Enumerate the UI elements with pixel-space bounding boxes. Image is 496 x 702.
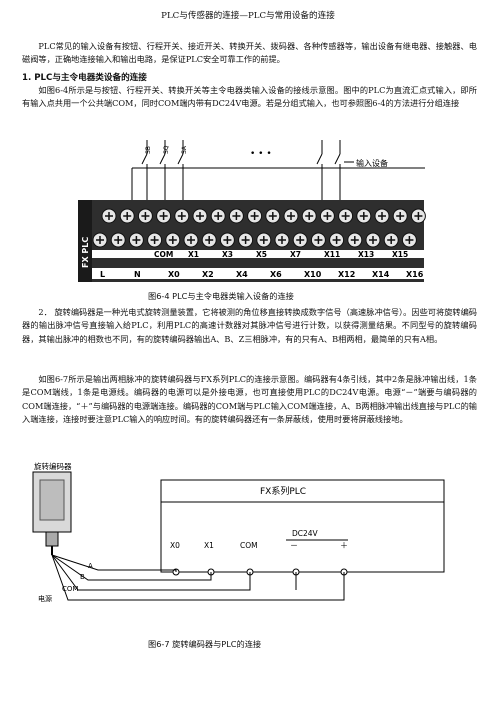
terminal-x0: X0 xyxy=(170,541,180,550)
switch-label-sa: SA xyxy=(181,145,188,154)
terminal-label-top: X7 xyxy=(290,250,301,259)
section2-paragraph-2: 如图6-7所示是输出两相脉冲的旋转编码器与FX系列PLC的连接示意图。编码器有4… xyxy=(22,374,477,425)
terminal-minus: － xyxy=(290,541,298,550)
terminal-label-bottom: X10 xyxy=(304,270,322,279)
figure-6-4-caption: 图6-4 PLC与主令电器类输入设备的连接 xyxy=(148,291,294,301)
switch-sb: SB xyxy=(141,140,152,202)
terminal-label-top: COM xyxy=(154,250,173,259)
switch-sa: SA xyxy=(177,140,188,202)
plc-box-label: FX系列PLC xyxy=(260,485,306,497)
terminal-label-bottom: X16 xyxy=(406,270,424,279)
switch-sq: SQ xyxy=(159,140,170,202)
plc-side-label: FX PLC xyxy=(81,237,90,268)
switch-label-sb: SB xyxy=(145,146,152,154)
terminal-x1: X1 xyxy=(204,541,214,550)
switch-right-2 xyxy=(334,140,341,202)
intro-paragraph: PLC常见的输入设备有按钮、行程开关、接近开关、转换开关、拨码器、各种传感器等，… xyxy=(22,41,477,65)
terminal-label-bottom: X2 xyxy=(202,270,214,279)
terminal-label-top: X15 xyxy=(392,250,408,259)
terminal-screws xyxy=(92,208,426,248)
wire-label-b: B xyxy=(80,573,85,581)
switch-label-sq: SQ xyxy=(163,145,170,154)
terminal-label-bottom: X12 xyxy=(338,270,355,279)
figure-6-7-caption: 图6-7 旋转编码器与PLC的连接 xyxy=(148,639,262,649)
terminal-label-bottom: N xyxy=(134,270,141,279)
terminal-plus: ＋ xyxy=(340,541,348,550)
switch-dots: • • • xyxy=(250,149,272,159)
page-title: PLC与传感器的连接—PLC与常用设备的连接 xyxy=(161,11,335,21)
figure-6-7-diagram: 旋转编码器 FX系列PLC X0 X1 COM DC24V － ＋ A B CO… xyxy=(32,461,445,603)
switch-right-1 xyxy=(316,140,323,202)
input-device-label: 输入设备 xyxy=(356,158,388,168)
terminal-label-bottom: L xyxy=(100,270,105,279)
terminal-label-top: X11 xyxy=(324,250,340,259)
terminal-label-top: X5 xyxy=(256,250,267,259)
terminal-label-bottom: X0 xyxy=(168,270,180,279)
terminal-label-bottom: X4 xyxy=(236,270,248,279)
terminal-com: COM xyxy=(240,541,258,550)
terminal-dc24v: DC24V xyxy=(292,529,319,538)
wire-label-power: 电源 xyxy=(38,594,52,603)
section1-paragraph: 如图6-4所示是与按钮、行程开关、转换开关等主令电器类输入设备的接线示意图。图中… xyxy=(22,85,477,109)
terminal-label-top: X1 xyxy=(188,250,199,259)
wire-label-com: COM xyxy=(62,585,78,593)
terminal-label-bottom: X6 xyxy=(270,270,282,279)
wire-label-a: A xyxy=(88,562,93,570)
terminal-label-top: X13 xyxy=(358,250,374,259)
section1-heading: 1. PLC与主令电器类设备的连接 xyxy=(22,73,147,83)
encoder-label: 旋转编码器 xyxy=(34,461,72,471)
terminal-label-top: X3 xyxy=(222,250,233,259)
section2-paragraph-1: 2． 旋转编码器是一种光电式旋转测量装置，它将被测的角位移直接转换成数字信号（高… xyxy=(22,307,477,344)
terminal-label-bottom: X14 xyxy=(372,270,390,279)
